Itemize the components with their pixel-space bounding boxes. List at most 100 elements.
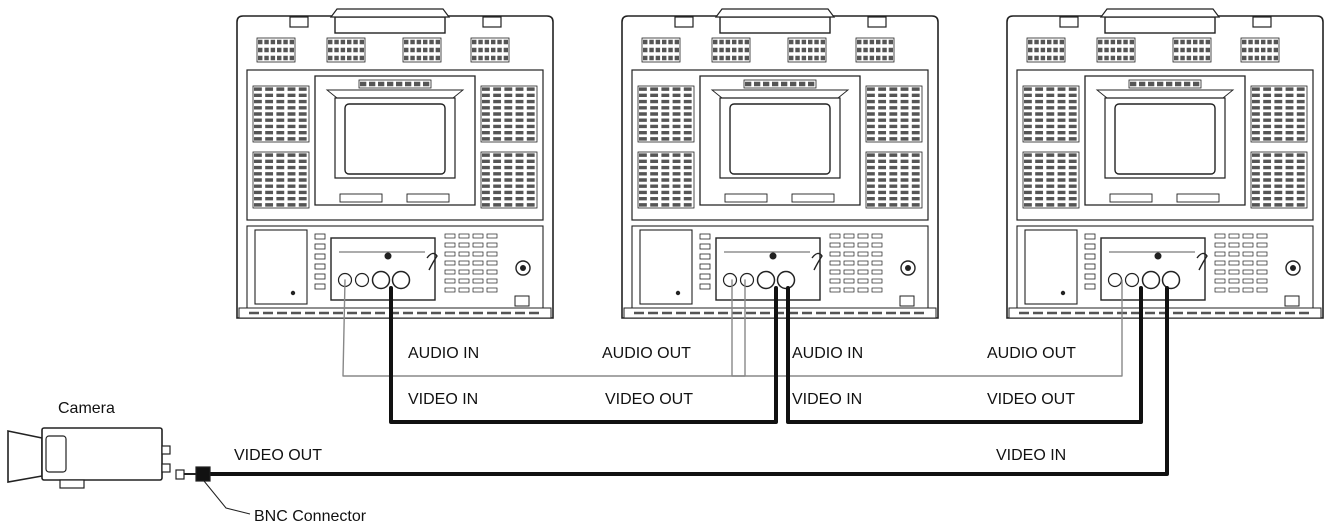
link1-video-out-label: VIDEO OUT [605, 391, 694, 408]
rear-button [843, 251, 855, 257]
rear-button [1228, 260, 1240, 266]
top-vent-3 [1172, 37, 1212, 63]
rear-button [857, 251, 869, 257]
side-vent-left-bottom [252, 151, 310, 209]
rear-button [857, 278, 869, 284]
side-vent-left-top [1022, 85, 1080, 143]
side-button [314, 233, 326, 240]
link2-video-out-label: VIDEO OUT [987, 391, 1076, 408]
foot-clip [899, 295, 915, 307]
rear-button [458, 233, 470, 239]
rear-button [871, 242, 883, 248]
link1-video-in-label: VIDEO IN [408, 391, 479, 408]
rear-button [857, 269, 869, 275]
bracket-left [674, 16, 694, 28]
rear-button [871, 260, 883, 266]
link1-audio-out-label: AUDIO OUT [602, 345, 691, 362]
label-plate [1024, 229, 1078, 305]
rear-button [1256, 242, 1268, 248]
rear-button [458, 287, 470, 293]
video-in-jack [756, 270, 776, 290]
slot-left [1109, 193, 1153, 203]
housing-vent [1128, 79, 1202, 89]
camera-rear-port-bottom [161, 463, 171, 473]
rear-button [472, 242, 484, 248]
side-button [314, 243, 326, 250]
label-plate [639, 229, 693, 305]
rear-button [1228, 287, 1240, 293]
rear-button [843, 260, 855, 266]
rear-button [1214, 242, 1226, 248]
side-button [314, 253, 326, 260]
camera-ring [45, 435, 67, 473]
top-handle [334, 16, 446, 34]
monitors [236, 8, 1324, 319]
crt-window [344, 103, 446, 175]
rear-button [829, 260, 841, 266]
side-button [314, 273, 326, 280]
rear-button [829, 278, 841, 284]
link1-audio-in-label: AUDIO IN [408, 345, 480, 362]
rear-button [843, 242, 855, 248]
audio-in-jack [1107, 272, 1123, 288]
terminal-panel [715, 237, 821, 301]
rear-button [1242, 242, 1254, 248]
rear-button [458, 269, 470, 275]
rear-button [857, 287, 869, 293]
handle-top-edge [1099, 8, 1221, 18]
rear-button [829, 251, 841, 257]
video-out-jack [776, 270, 796, 290]
side-button [314, 263, 326, 270]
rear-button [444, 233, 456, 239]
cables [203, 279, 1169, 476]
top-vent-1 [641, 37, 681, 63]
side-button [699, 263, 711, 270]
slot-left [724, 193, 768, 203]
foot-clip [514, 295, 530, 307]
slot-right [406, 193, 450, 203]
bracket-left [1059, 16, 1079, 28]
rear-button [1228, 233, 1240, 239]
rear-button [843, 278, 855, 284]
bnc-connector-label: BNC Connector [254, 508, 367, 525]
side-button [1084, 263, 1096, 270]
video-out-jack [1161, 270, 1181, 290]
slot-left [339, 193, 383, 203]
plate-mark [675, 290, 681, 296]
rear-button [1242, 233, 1254, 239]
camera-video-out-label: VIDEO OUT [234, 447, 323, 464]
foot-clip [1284, 295, 1300, 307]
audio-out-jack [354, 272, 370, 288]
rear-button [1214, 287, 1226, 293]
link2-audio-in-label: AUDIO IN [792, 345, 864, 362]
rear-button [1256, 278, 1268, 284]
rear-button [1228, 242, 1240, 248]
rear-button [486, 233, 498, 239]
top-vent-4 [470, 37, 510, 63]
camera [7, 427, 251, 515]
side-vent-left-bottom [637, 151, 695, 209]
side-vent-right-top [865, 85, 923, 143]
rear-button [444, 242, 456, 248]
rear-button [458, 260, 470, 266]
rear-button [1256, 251, 1268, 257]
audio-in-jack [722, 272, 738, 288]
video-in-jack [1141, 270, 1161, 290]
top-vent-1 [256, 37, 296, 63]
crt-window [729, 103, 831, 175]
top-vent-4 [855, 37, 895, 63]
rear-button [871, 251, 883, 257]
rear-button [472, 260, 484, 266]
rear-button [1214, 233, 1226, 239]
link2-audio-out-label: AUDIO OUT [987, 345, 1076, 362]
rear-button [843, 269, 855, 275]
rear-button [486, 287, 498, 293]
rear-button [871, 287, 883, 293]
camera-rear-port-top [161, 445, 171, 455]
bnc-connector [195, 466, 211, 482]
side-vent-right-top [480, 85, 538, 143]
rear-button [1242, 260, 1254, 266]
housing-top-bevel [1095, 89, 1235, 99]
rear-button [1242, 251, 1254, 257]
